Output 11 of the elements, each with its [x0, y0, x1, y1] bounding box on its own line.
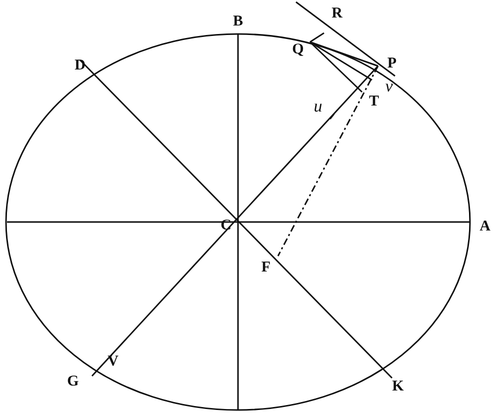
- point-label: K: [392, 380, 404, 394]
- point-label: G: [67, 374, 79, 390]
- point-label: T: [369, 94, 379, 110]
- point-label: A: [480, 220, 490, 234]
- point-label: R: [332, 6, 342, 22]
- point-label: v: [385, 78, 393, 94]
- point-label: P: [387, 56, 397, 72]
- point-label: Q: [292, 42, 304, 58]
- point-label: B: [233, 14, 243, 30]
- point-label: F: [261, 260, 271, 276]
- point-label: u: [314, 98, 322, 114]
